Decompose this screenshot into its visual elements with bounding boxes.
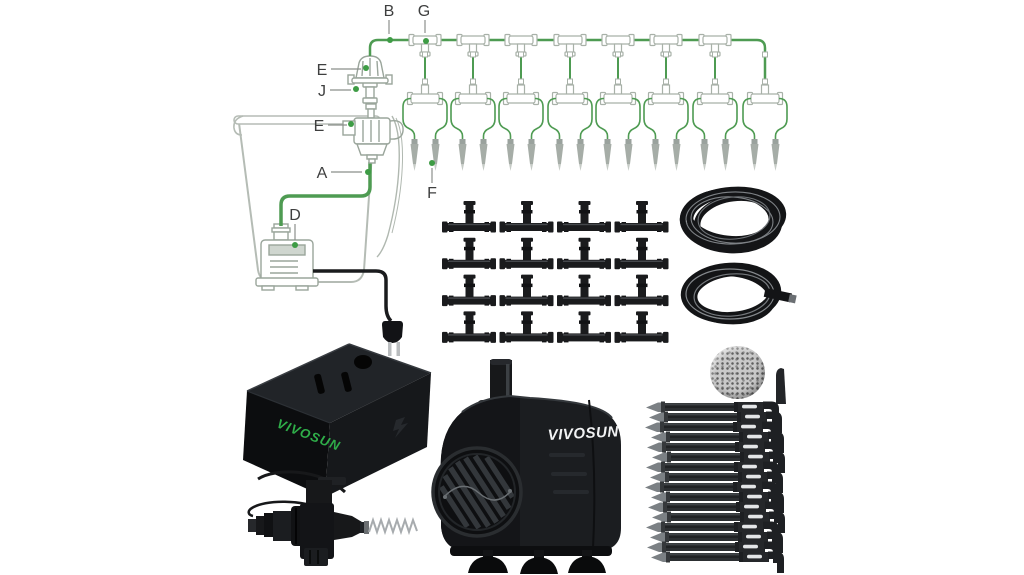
drip-stake-stack bbox=[645, 368, 786, 573]
pump-diagram bbox=[255, 223, 319, 291]
valve-diagram bbox=[342, 103, 404, 258]
label-g: G bbox=[418, 3, 430, 20]
label-f: F bbox=[427, 185, 437, 202]
tee-connector-grid bbox=[442, 201, 669, 343]
diagram-marker-dots bbox=[292, 37, 435, 248]
pump-logo: VIVOSUN bbox=[547, 423, 619, 444]
timer-product: VIVOSUN bbox=[243, 343, 432, 497]
suction-cups bbox=[468, 550, 606, 574]
spring bbox=[368, 516, 418, 536]
pump-side-grooves bbox=[549, 453, 589, 494]
dripper-columns bbox=[402, 51, 788, 172]
diagram-leaders bbox=[294, 20, 433, 240]
label-d: D bbox=[289, 207, 301, 224]
label-b: B bbox=[384, 3, 395, 20]
irrigation-diagram: B G E J E A D F bbox=[233, 3, 788, 356]
valve-product bbox=[247, 470, 418, 566]
bucket-handle-hook bbox=[233, 115, 244, 136]
timer-right-face bbox=[325, 373, 431, 497]
cap-diagram bbox=[347, 55, 393, 85]
outlet-socket bbox=[314, 355, 372, 394]
timer-top-face bbox=[247, 344, 431, 423]
timer-front-face bbox=[243, 391, 330, 497]
label-e-valve: E bbox=[314, 118, 325, 135]
coupling-diagram bbox=[362, 81, 378, 104]
water-pump-product: VIVOSUN bbox=[431, 359, 621, 574]
coil-end-fitting bbox=[763, 287, 797, 304]
mesh-filter-ball bbox=[710, 346, 765, 399]
supply-tube bbox=[279, 162, 372, 226]
label-a: A bbox=[317, 165, 328, 182]
valve-hanger-wire bbox=[376, 115, 400, 258]
label-e-cap: E bbox=[317, 62, 328, 79]
power-cord bbox=[313, 269, 393, 323]
valve-clip-wire bbox=[257, 470, 347, 494]
stake-elbow-up bbox=[776, 368, 786, 404]
tubing-coil-thick bbox=[680, 262, 797, 325]
power-plug bbox=[382, 321, 403, 356]
label-j: J bbox=[318, 83, 326, 100]
pump-intake-grille bbox=[431, 446, 523, 538]
tubing-coil-thin bbox=[679, 186, 787, 254]
lightning-icon bbox=[393, 417, 408, 438]
